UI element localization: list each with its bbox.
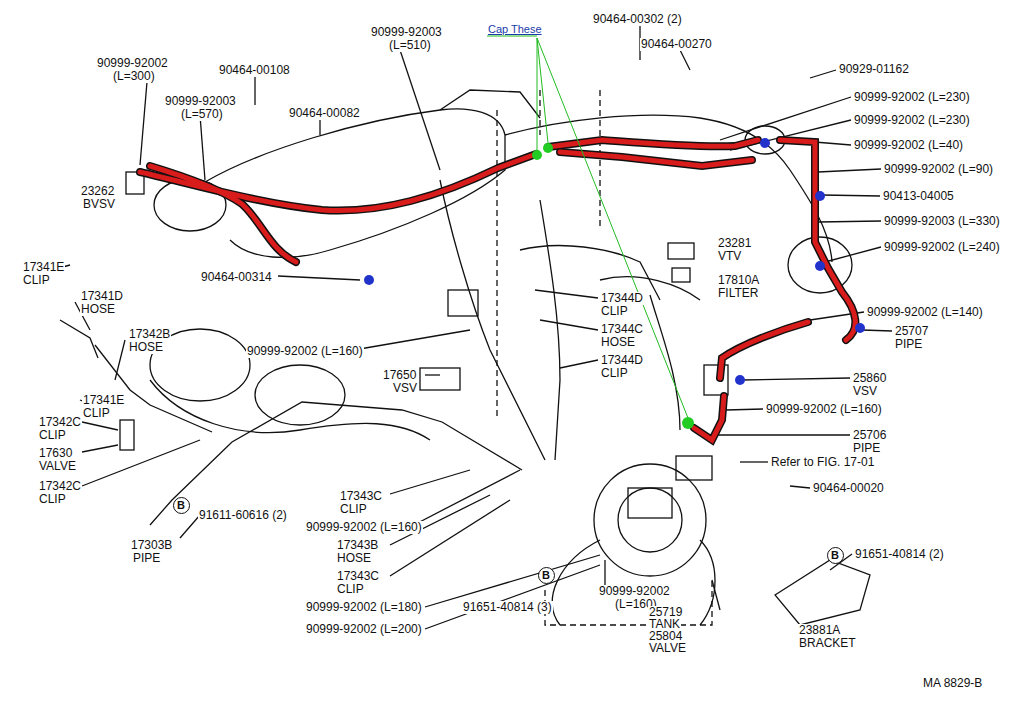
part-number-label: 91651-40814 (3) [462,601,553,614]
part-number-label: VALVE [38,460,77,473]
part-number-label: 17341E [82,394,125,407]
part-number-label: 17344D [600,292,644,305]
part-number-label: 17343B [336,539,379,552]
part-number-label: 17343C [339,490,383,503]
reference-letter: B [177,500,185,511]
part-number-label: 23281 [717,237,752,250]
part-number-label: 90464-00314 [200,271,273,284]
part-number-label: 90999-92003 [164,95,237,108]
part-number-label: PIPE [132,552,161,565]
part-number-label: 90999-92002 [96,57,169,70]
part-number-label: HOSE [128,341,164,354]
part-number-label: 23881A [798,624,841,637]
part-number-label: 17650 [382,369,417,382]
part-number-label: 90999-92003 [370,26,443,39]
note-text: Cap These [487,23,543,36]
part-number-label: CLIP [38,429,67,442]
part-number-label: 17342B [128,328,171,341]
part-number-label: CLIP [600,367,629,380]
part-number-label: CLIP [339,503,368,516]
part-number-label: 90999-92002 [598,585,671,598]
part-number-label: 90999-92002 (L=230) [853,91,971,104]
part-number-label: 90999-92002 (L=230) [853,114,971,127]
part-number-label: 17344D [600,354,644,367]
part-number-label: 17342C [38,416,82,429]
part-number-label: (L=300) [112,70,156,83]
part-number-label: 90464-00108 [218,64,291,77]
part-number-label: (L=570) [180,108,224,121]
part-number-label: CLIP [82,407,111,420]
part-number-label: 90999-92002 (L=90) [883,163,994,176]
part-number-label: 90999-92002 (L=240) [883,241,1001,254]
part-number-label: 25860 [852,372,887,385]
part-number-label: 17630 [38,447,73,460]
reference-letter: B [831,550,839,561]
part-number-label: 91651-40814 (2) [854,548,945,561]
part-number-label: 17342C [38,480,82,493]
part-number-label: 90464-00020 [812,482,885,495]
part-number-label: PIPE [894,338,923,351]
part-number-label: 17344C [600,323,644,336]
part-number-label: 90999-92002 (L=160) [765,403,883,416]
circled-reference-mark: B [173,497,190,514]
part-number-label: FILTER [717,287,759,300]
part-number-label: VTV [717,250,742,263]
circled-reference-mark: B [538,567,555,584]
part-number-label: 17341E [22,261,65,274]
part-number-label: 25706 [852,429,887,442]
part-number-label: CLIP [600,305,629,318]
part-number-label: MA 8829-B [922,677,983,690]
part-number-label: 17343C [336,570,380,583]
part-number-label: 90413-04005 [882,190,955,203]
part-number-label: 90999-92002 (L=200) [305,623,423,636]
part-number-label: 90999-92002 (L=140) [866,306,984,319]
circled-reference-mark: B [827,547,844,564]
part-number-label: 25707 [894,325,929,338]
part-number-label: HOSE [80,303,116,316]
part-number-label: BVSV [82,198,116,211]
part-number-label: 90464-00082 [288,107,361,120]
part-number-label: VSV [852,385,878,398]
part-number-label: 17303B [130,539,173,552]
part-number-label: Refer to FIG. 17-01 [770,456,875,469]
part-number-label: 90464-00302 (2) [592,13,683,26]
part-number-label: CLIP [38,493,67,506]
part-number-label: HOSE [336,552,372,565]
reference-letter: B [542,570,550,581]
part-number-label: 90464-00270 [640,38,713,51]
part-number-label: 90929-01162 [838,63,910,76]
part-number-label: HOSE [600,336,636,349]
part-number-label: 91611-60616 (2) [198,509,288,522]
part-number-label: PIPE [852,442,881,455]
part-number-label: CLIP [22,274,51,287]
part-number-label: CLIP [336,583,365,596]
part-number-label: 17341D [80,290,124,303]
part-number-label: 23262 [80,185,115,198]
part-number-label: 90999-92003 (L=330) [883,215,1001,228]
part-number-label: VSV [392,382,418,395]
part-number-label: (L=510) [388,39,432,52]
part-number-label: 90999-92002 (L=160) [305,521,423,534]
part-number-label: 90999-92002 (L=160) [246,345,364,358]
part-number-label: VALVE [648,642,687,655]
part-number-label: 17810A [717,274,760,287]
part-number-label: BRACKET [798,637,857,650]
part-number-label: 90999-92002 (L=40) [853,139,964,152]
part-number-label: 90999-92002 (L=180) [305,601,423,614]
